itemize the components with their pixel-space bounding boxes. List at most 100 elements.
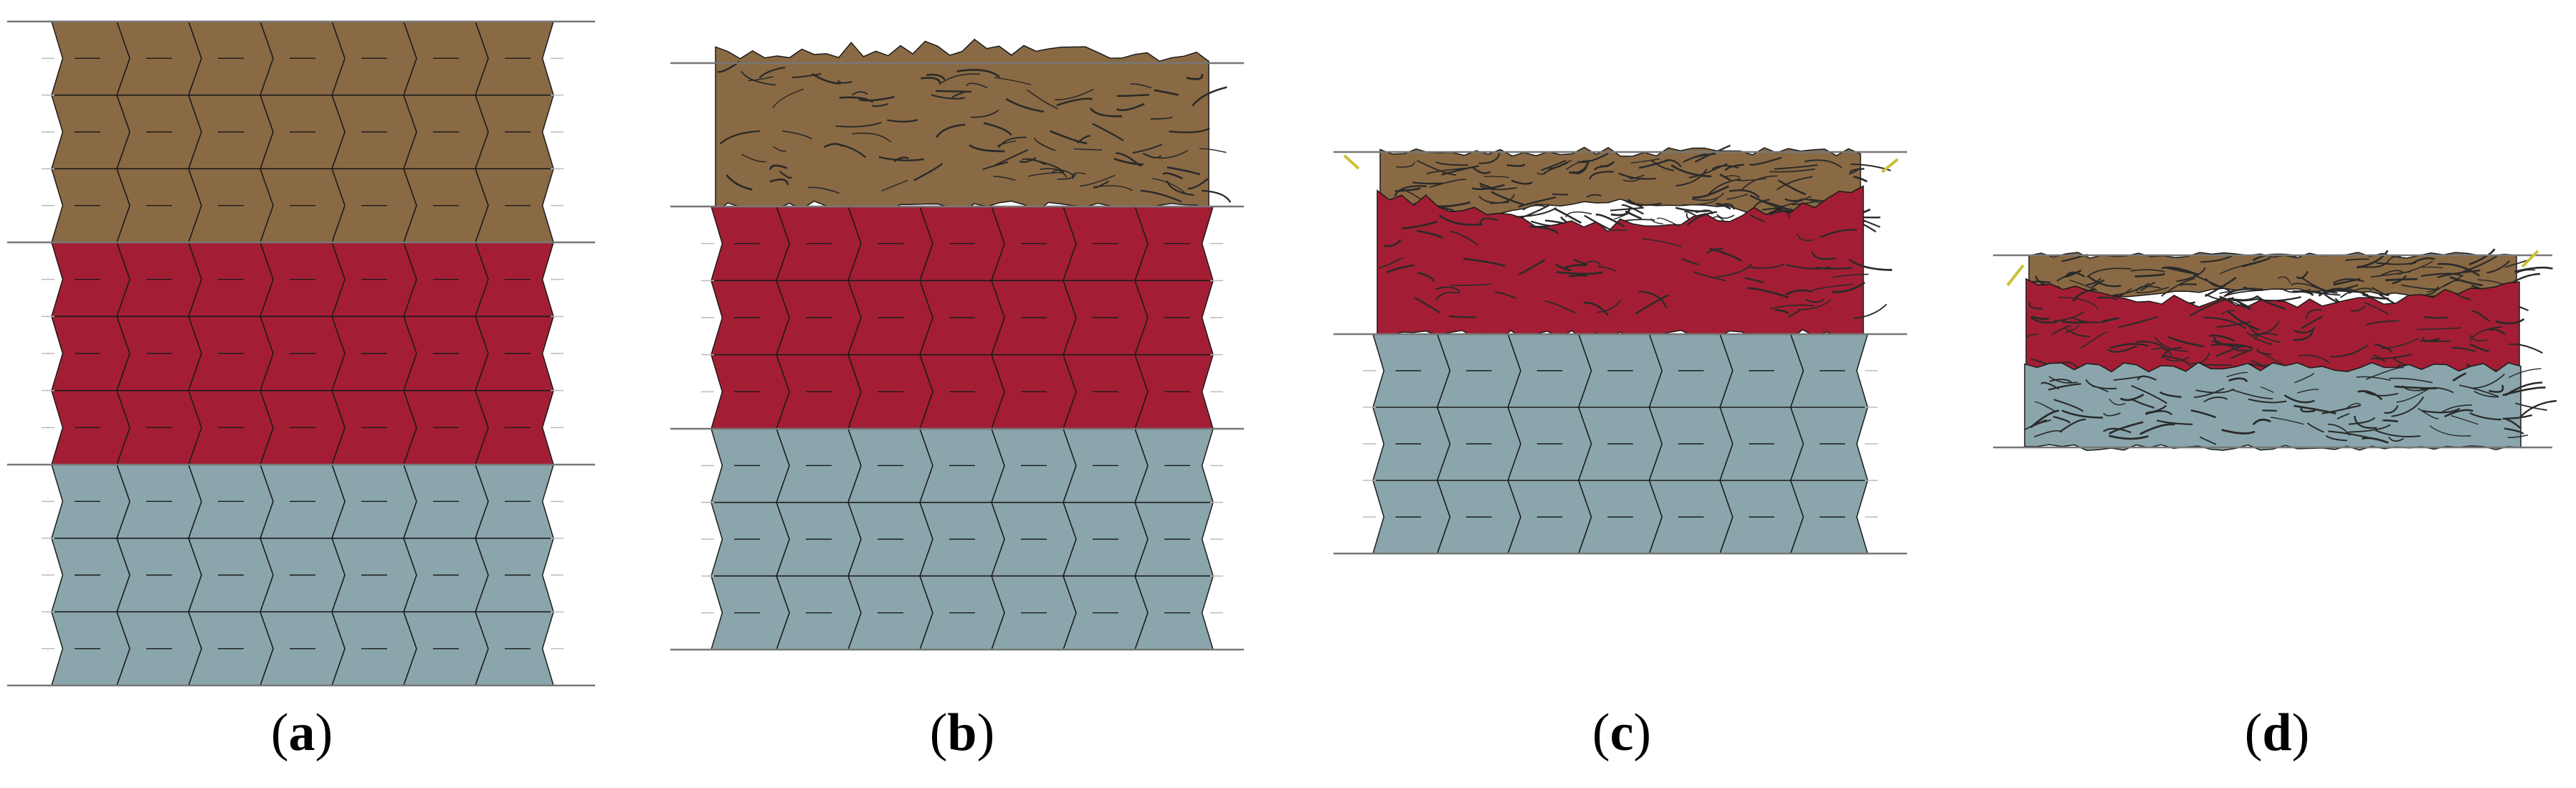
crushed-cell-fragment [2064, 269, 2082, 278]
crushed-cell-fragment [1624, 199, 1662, 207]
crushed-cell-fragment [1562, 264, 1588, 270]
crushed-cell-fragment [2345, 258, 2370, 262]
crushed-cell-fragment [1394, 185, 1427, 197]
cell-wall [1134, 576, 1149, 650]
crushed-cell-fragment [2256, 295, 2286, 310]
cell-wall [403, 168, 417, 243]
crushed-cell-fragment [2468, 334, 2488, 342]
cell-wall [116, 21, 130, 95]
crushed-cell-fragment [2489, 328, 2506, 336]
crushed-cell-fragment [2349, 288, 2373, 295]
crushed-cell-fragment [1472, 166, 1491, 174]
crushed-cell-fragment [1416, 229, 1444, 239]
crushed-cell-fragment [1544, 300, 1577, 314]
crushed-cell-fragment [2299, 354, 2330, 364]
cell-wall [188, 21, 202, 95]
cell-wall [1134, 280, 1149, 355]
cell-wall [776, 206, 790, 281]
crushed-cell-fragment [2109, 435, 2149, 440]
crushed-cell-fragment [2103, 412, 2121, 417]
cell-wall [403, 242, 417, 317]
crushed-cell-fragment [1384, 239, 1402, 247]
cell-wall [1063, 502, 1077, 576]
crushed-cell-fragment [779, 171, 793, 179]
crushed-cell-fragment [1556, 271, 1603, 275]
crushed-cell-fragment [1729, 189, 1760, 199]
crushed-cell-fragment [1511, 179, 1533, 185]
crushed-cell-fragment [1650, 159, 1674, 171]
cell-wall [847, 354, 862, 429]
crushed-cell-fragment [2356, 376, 2391, 381]
crushed-cell-fragment [2199, 436, 2217, 445]
crushed-cell-fragment [1594, 165, 1609, 171]
crushed-cell-fragment [1506, 163, 1526, 167]
crushed-cell-fragment [1597, 265, 1617, 273]
cell-wall [991, 354, 1005, 429]
cell-wall [260, 538, 274, 612]
crushed-cell-fragment [1079, 174, 1116, 187]
crushed-cell-fragment [2449, 276, 2484, 287]
crushed-cell-fragment [2504, 381, 2542, 397]
crushed-cell-fragment [2086, 267, 2131, 278]
cell-wall [1063, 428, 1077, 503]
crushed-cell-fragment [2161, 266, 2196, 275]
crushed-cell-fragment [1583, 301, 1610, 316]
crushed-cell-fragment [993, 175, 1016, 181]
cell-wall [847, 280, 862, 355]
crushed-cell-fragment [997, 136, 1027, 148]
crushed-cell-fragment [2469, 326, 2503, 342]
crushed-cell-fragment [1848, 167, 1861, 175]
crushed-cell-fragment [872, 103, 889, 108]
cell-wall [260, 168, 274, 243]
crushed-cell-fragment [969, 144, 1005, 153]
panel-c-label: c [1610, 703, 1634, 762]
cell-wall [1719, 407, 1734, 481]
crushed-cell-fragment [1589, 171, 1614, 180]
crushed-cell-fragment [2429, 425, 2471, 437]
crushed-cell-fragment [936, 90, 972, 93]
crushed-cell-fragment [2252, 418, 2271, 426]
cell-wall [260, 612, 274, 686]
crushed-cell-fragment [1769, 168, 1815, 173]
crushed-cell-fragment [2063, 327, 2090, 338]
cell-wall [475, 95, 489, 169]
crushed-cell-fragment [1529, 225, 1559, 234]
cell-wall [331, 21, 346, 95]
crushed-cell-fragment [1724, 175, 1741, 179]
crushed-cell-fragment [1810, 251, 1836, 260]
crushed-cell-fragment [1040, 168, 1068, 178]
crushed-cell-fragment [2245, 331, 2273, 346]
crushed-cell-fragment [1569, 161, 1589, 174]
crushed-cell-fragment [2190, 409, 2217, 419]
crushed-cell-fragment [741, 70, 776, 86]
cell-wall [116, 242, 130, 317]
crushed-cell-fragment [2239, 303, 2251, 310]
crushed-cell-fragment [2190, 352, 2210, 364]
crushed-cell-fragment [1716, 203, 1735, 210]
crushed-cell-fragment [1635, 294, 1670, 315]
crushed-cell-fragment [2106, 345, 2137, 353]
crushed-cell-fragment [748, 76, 774, 82]
crushed-cell-fragment [1192, 86, 1227, 107]
crushed-cell-fragment [2440, 280, 2459, 288]
crushed-cell-fragment [2519, 399, 2557, 417]
cell-wall [331, 242, 346, 317]
cell-wall [116, 464, 130, 538]
crushed-cell-fragment [2208, 334, 2235, 342]
crushed-cell-fragment [1798, 299, 1832, 310]
crushed-cell-fragment [2384, 405, 2399, 414]
crushed-cell-fragment [2495, 318, 2525, 325]
crushed-cell-fragment [1682, 199, 1719, 206]
crushed-cell-fragment [2118, 316, 2158, 328]
cell-wall [1648, 480, 1663, 554]
cell-wall [847, 206, 862, 281]
crushed-cell-fragment [1093, 180, 1110, 189]
cell-wall [116, 390, 130, 465]
crushed-cell-fragment [2096, 296, 2119, 300]
cell-wall [331, 538, 346, 612]
crushed-cell-fragment [2025, 419, 2052, 430]
crushed-cell-fragment [2109, 398, 2126, 406]
cell-wall [331, 316, 346, 391]
cell-wall [403, 390, 417, 465]
crushed-cell-fragment [2323, 290, 2365, 295]
